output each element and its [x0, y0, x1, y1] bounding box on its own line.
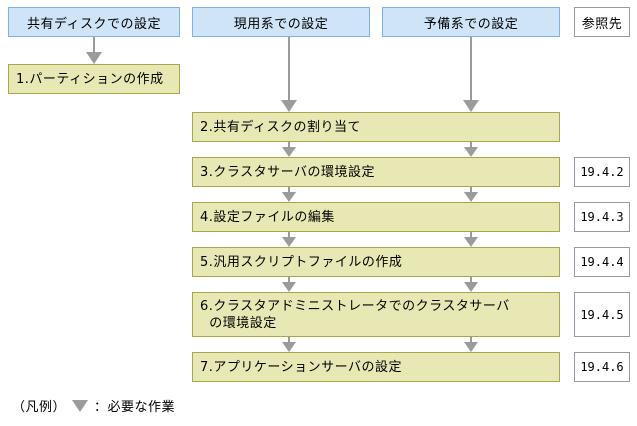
process-box-label: 5.汎用スクリプトファイルの作成 — [200, 254, 403, 270]
process-box-label: 4.設定ファイルの編集 — [200, 209, 335, 225]
reference-box-label: 19.4.3 — [580, 210, 624, 224]
arrow-step6-to-step7-standby — [464, 337, 478, 352]
column-header-shared-disk: 共有ディスクでの設定 — [8, 7, 180, 37]
column-header-label: 現用系での設定 — [233, 16, 329, 32]
column-header-active-system: 現用系での設定 — [192, 7, 370, 37]
legend: （凡例） ：必要な作業 — [12, 396, 175, 415]
column-header-standby-system: 予備系での設定 — [382, 7, 560, 37]
arrow-step3-to-step4-active — [282, 187, 296, 202]
reference-box-step-4: 19.4.3 — [574, 202, 630, 232]
column-header-label: 参照先 — [581, 16, 623, 32]
arrow-step4-to-step5-active — [282, 232, 296, 247]
reference-box-label: 19.4.4 — [580, 255, 624, 269]
process-box-label: 3.クラスタサーバの環境設定 — [200, 164, 376, 180]
reference-box-label: 19.4.5 — [580, 307, 624, 322]
reference-box-step-5: 19.4.4 — [574, 247, 630, 277]
arrow-step3-to-step4-standby — [464, 187, 478, 202]
column-header-label: 共有ディスクでの設定 — [26, 16, 162, 32]
arrow-step5-to-step6-standby — [464, 277, 478, 292]
column-header-reference: 参照先 — [574, 7, 630, 37]
process-box-step-3: 3.クラスタサーバの環境設定 — [192, 157, 560, 187]
down-triangle-icon — [72, 399, 89, 412]
legend-text: ：必要な作業 — [94, 400, 176, 415]
arrow-step2-to-step3-active — [282, 142, 296, 157]
legend-prefix: （凡例） — [12, 400, 67, 415]
reference-box-step-7: 19.4.6 — [574, 352, 630, 382]
process-box-label: 1.パーティションの作成 — [16, 71, 164, 87]
arrow-active-system-to-step2 — [281, 37, 297, 112]
reference-box-label: 19.4.6 — [580, 360, 624, 374]
arrow-step4-to-step5-standby — [464, 232, 478, 247]
arrow-step6-to-step7-active — [282, 337, 296, 352]
arrow-step2-to-step3-standby — [464, 142, 478, 157]
process-box-step-4: 4.設定ファイルの編集 — [192, 202, 560, 232]
process-box-step-1: 1.パーティションの作成 — [8, 64, 180, 94]
process-box-label: 7.アプリケーションサーバの設定 — [200, 359, 403, 375]
reference-box-label: 19.4.2 — [580, 165, 624, 179]
process-box-step-5: 5.汎用スクリプトファイルの作成 — [192, 247, 560, 277]
reference-box-step-3: 19.4.2 — [574, 157, 630, 187]
reference-box-step-6: 19.4.5 — [574, 292, 630, 337]
process-box-step-7: 7.アプリケーションサーバの設定 — [192, 352, 560, 382]
process-box-step-2: 2.共有ディスクの割り当て — [192, 112, 560, 142]
arrow-standby-system-to-step2 — [463, 37, 479, 112]
process-box-label: 6.クラスタアドミニストレータでのクラスタサーバ の環境設定 — [200, 298, 510, 331]
process-box-step-6: 6.クラスタアドミニストレータでのクラスタサーバ の環境設定 — [192, 292, 560, 337]
arrow-step5-to-step6-active — [282, 277, 296, 292]
process-box-label: 2.共有ディスクの割り当て — [200, 119, 361, 135]
arrow-shared-disk-to-step1 — [86, 37, 102, 64]
column-header-label: 予備系での設定 — [423, 16, 519, 32]
